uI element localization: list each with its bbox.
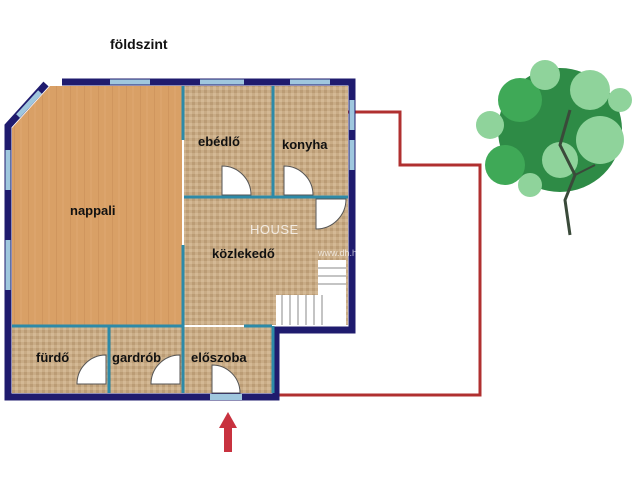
room-label-ebedlo: ebédlő: [198, 134, 240, 149]
plot-boundary: [276, 110, 482, 397]
interior-walls: [12, 86, 348, 393]
room-label-gardrob: gardrób: [112, 350, 162, 365]
door-swings: [76, 165, 347, 394]
watermark-logo: HOUSE: [250, 222, 299, 237]
floor-title: földszint: [110, 36, 168, 52]
watermark-url: www.dh.hu: [318, 248, 363, 258]
room-label-furdo: fürdő: [36, 350, 70, 365]
room-label-konyha: konyha: [282, 137, 328, 152]
staircase: [276, 260, 346, 325]
windows: [5, 79, 355, 290]
room-label-kozlekedo: közlekedő: [212, 246, 275, 261]
entrance-arrow-icon: [219, 412, 237, 452]
room-label-nappali: nappali: [70, 203, 116, 218]
nappali-floor: [12, 86, 182, 325]
room-label-eloszoba: előszoba: [191, 350, 247, 365]
tree-icon: [476, 60, 632, 236]
